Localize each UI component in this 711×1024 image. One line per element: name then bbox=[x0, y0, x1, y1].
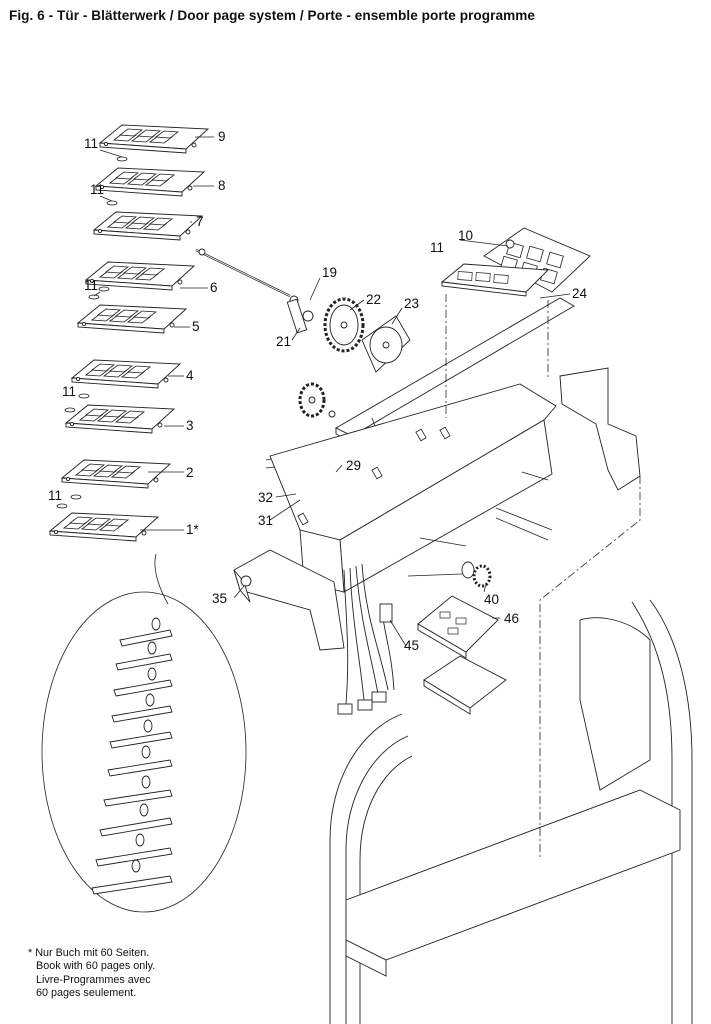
footnote-marker: * bbox=[28, 947, 33, 959]
upper-right-bracket bbox=[559, 367, 641, 491]
callout-7: 7 bbox=[196, 214, 204, 229]
callout-40: 40 bbox=[484, 592, 499, 607]
footnote: * Nur Buch mit 60 Seiten. Book with 60 p… bbox=[28, 947, 155, 1001]
callout-46: 46 bbox=[504, 611, 519, 626]
callout-23: 23 bbox=[404, 296, 419, 311]
callout-11-b: 11 bbox=[90, 182, 104, 197]
callout-11-f: 11 bbox=[430, 240, 444, 255]
guide-lines bbox=[445, 294, 641, 860]
callout-9: 9 bbox=[218, 129, 226, 144]
page-stack bbox=[49, 124, 209, 542]
figure-title: Fig. 6 - Tür - Blätterwerk / Door page s… bbox=[9, 8, 535, 23]
callout-19: 19 bbox=[322, 265, 337, 280]
axle-shaft bbox=[195, 248, 299, 305]
callout-45: 45 bbox=[404, 638, 419, 653]
callout-11-a: 11 bbox=[84, 136, 98, 151]
door-frame bbox=[329, 599, 693, 1024]
gear-assembly bbox=[286, 297, 411, 373]
callout-21: 21 bbox=[276, 334, 291, 349]
drive-gear bbox=[461, 561, 492, 588]
footnote-line-3: Livre-Programmes avec bbox=[36, 973, 151, 986]
cable-loom bbox=[337, 563, 395, 715]
leader-lines bbox=[93, 136, 571, 647]
callout-10: 10 bbox=[458, 228, 473, 243]
callout-5: 5 bbox=[192, 319, 200, 334]
side-bracket bbox=[233, 549, 345, 651]
detail-magnifier bbox=[41, 553, 247, 913]
main-chassis bbox=[269, 383, 557, 593]
callout-8: 8 bbox=[218, 178, 226, 193]
callout-6: 6 bbox=[210, 280, 218, 295]
right-pages bbox=[440, 227, 591, 297]
callout-4: 4 bbox=[186, 368, 194, 383]
callout-11-c: 11 bbox=[84, 278, 98, 293]
circuit-board bbox=[417, 595, 507, 715]
callout-29: 29 bbox=[346, 458, 361, 473]
footnote-line-1: * Nur Buch mit 60 Seiten. bbox=[28, 947, 155, 960]
callout-32: 32 bbox=[258, 490, 273, 505]
motor-wheel bbox=[298, 382, 336, 418]
callout-1-star: 1* bbox=[186, 522, 200, 537]
footnote-text-de: Nur Buch mit 60 Seiten. bbox=[35, 947, 150, 959]
callout-22: 22 bbox=[366, 292, 381, 307]
callout-11-e: 11 bbox=[48, 488, 62, 503]
callout-24: 24 bbox=[572, 286, 588, 301]
callout-11-d: 11 bbox=[62, 384, 76, 399]
footnote-line-2: Book with 60 pages only. bbox=[36, 960, 156, 973]
callout-31: 31 bbox=[258, 513, 273, 528]
callout-3: 3 bbox=[186, 418, 194, 433]
callout-35: 35 bbox=[212, 591, 227, 606]
footnote-line-4: 60 pages seulement. bbox=[36, 987, 137, 1000]
part-callouts: 9 11 8 11 7 11 6 5 4 11 3 2 11 1* 10 11 … bbox=[48, 129, 588, 653]
callout-2: 2 bbox=[186, 465, 194, 480]
